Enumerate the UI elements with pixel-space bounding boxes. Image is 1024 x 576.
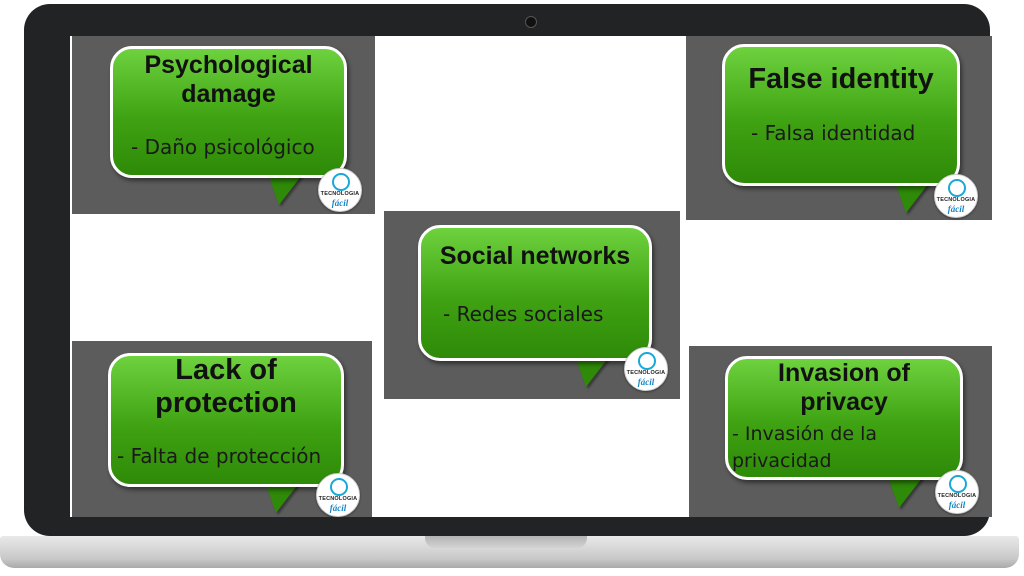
card-title: False identity: [748, 63, 934, 95]
logo-text: TECNOLOGIA: [936, 197, 976, 203]
card-subtitle: - Invasión de la privacidad: [732, 423, 878, 472]
panel-false-identity: False identity - Falsa identidad TECNOLO…: [686, 36, 992, 220]
panel-social-networks: Social networks - Redes sociales TECNOLO…: [384, 211, 680, 399]
tecnologia-facil-logo: TECNOLOGIA fácil: [316, 473, 360, 517]
logo-text: TECNOLOGIA: [626, 370, 666, 376]
camera-icon: [525, 16, 537, 28]
logo-subtext: fácil: [331, 198, 349, 208]
panel-lack-of-protection: Lack of protection - Falta de protección…: [72, 341, 372, 517]
card-title: Lack of protection: [155, 354, 297, 420]
card-subtitle: - Falsa identidad: [751, 121, 916, 145]
lightbulb-icon: [638, 352, 656, 370]
logo-text: TECNOLOGIA: [318, 496, 358, 502]
laptop-base: [0, 536, 1019, 568]
card-title: Invasion of privacy: [778, 359, 910, 416]
logo-subtext: fácil: [948, 500, 966, 510]
lightbulb-icon: [949, 475, 967, 493]
panel-psychological-damage: Psychological damage - Daño psicológico …: [72, 36, 375, 214]
tecnologia-facil-logo: TECNOLOGIA fácil: [318, 168, 362, 212]
lightbulb-icon: [330, 478, 348, 496]
card-false-identity: False identity - Falsa identidad: [722, 44, 960, 186]
card-lack-of-protection: Lack of protection - Falta de protección: [108, 353, 344, 487]
card-social-networks: Social networks - Redes sociales: [418, 225, 652, 361]
tecnologia-facil-logo: TECNOLOGIA fácil: [934, 174, 978, 218]
laptop-base-notch: [425, 536, 587, 548]
card-title: Psychological damage: [144, 51, 313, 108]
logo-subtext: fácil: [329, 503, 347, 513]
logo-subtext: fácil: [947, 204, 965, 214]
tecnologia-facil-logo: TECNOLOGIA fácil: [935, 470, 979, 514]
card-title: Social networks: [439, 242, 631, 270]
lightbulb-icon: [332, 173, 350, 191]
tecnologia-facil-logo: TECNOLOGIA fácil: [624, 347, 668, 391]
card-subtitle: - Falta de protección: [117, 444, 322, 468]
laptop-lid: Psychological damage - Daño psicológico …: [24, 4, 992, 536]
logo-subtext: fácil: [637, 377, 655, 387]
laptop-screen: Psychological damage - Daño psicológico …: [70, 36, 992, 517]
panel-invasion-of-privacy: Invasion of privacy - Invasión de la pri…: [689, 346, 992, 517]
logo-text: TECNOLOGIA: [320, 191, 360, 197]
card-subtitle: - Redes sociales: [443, 302, 604, 326]
logo-text: TECNOLOGIA: [937, 493, 977, 499]
lightbulb-icon: [948, 179, 966, 197]
card-invasion-of-privacy: Invasion of privacy - Invasión de la pri…: [725, 356, 963, 480]
card-subtitle: - Daño psicológico: [131, 135, 315, 159]
card-psychological-damage: Psychological damage - Daño psicológico: [110, 46, 347, 178]
